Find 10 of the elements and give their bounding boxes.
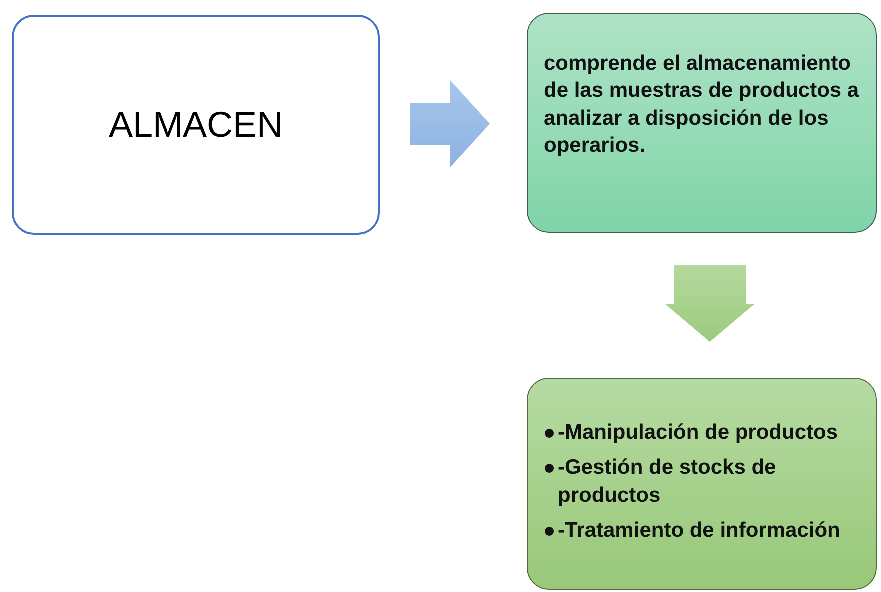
block-arrow [410, 80, 490, 168]
description-box [527, 13, 877, 233]
description-text: comprende el almacenamiento de las muestras de productos a analizar a disposición de los operarios. [544, 52, 860, 157]
title-box [12, 15, 380, 235]
list-box [527, 378, 877, 590]
list-item: -Manipulación de productos [558, 421, 838, 444]
list-item: -Tratamiento de información [558, 518, 840, 542]
title-text: ALMACEN [108, 103, 284, 147]
block-arrow [665, 265, 755, 342]
list-item: -Gestión de stocks de productos [558, 456, 776, 507]
